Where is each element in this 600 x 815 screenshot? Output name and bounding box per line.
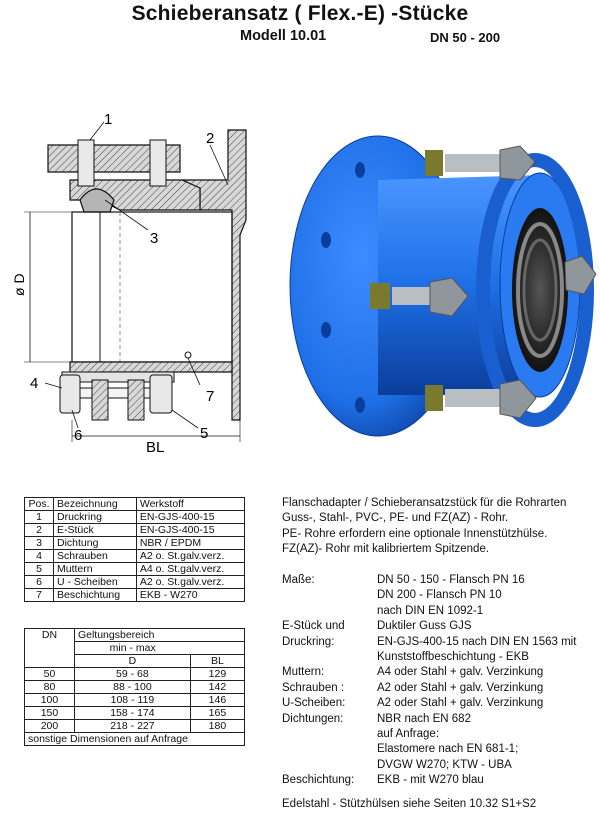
spec-value: NBR nach EN 682 <box>377 712 471 725</box>
spec-value: A4 oder Stahl + galv. Verzinkung <box>377 666 544 679</box>
description-line: Flanschadapter / Schieberansatzstück für… <box>282 497 567 509</box>
length-label: BL <box>146 439 164 456</box>
table-footer: sonstige Dimensionen auf Anfrage <box>24 732 245 746</box>
spec-value: nach DIN EN 1092-1 <box>377 604 484 617</box>
description: Flanschadapter / Schieberansatzstück für… <box>282 496 592 558</box>
header-range: Geltungsbereich <box>73 628 246 642</box>
spec-value: DVGW W270; KTW - UBA <box>377 758 512 771</box>
callout-2: 2 <box>206 130 214 147</box>
callout-3: 3 <box>150 230 158 247</box>
spec-value: A2 oder Stahl + galv. Verzinkung <box>377 697 544 710</box>
model-number: Modell 10.01 <box>240 28 327 44</box>
header-d: D <box>73 654 191 668</box>
header-bl: BL <box>189 654 246 668</box>
spec-label: Schrauben : <box>282 681 345 694</box>
spec-label: Druckring: <box>282 635 335 648</box>
header-dn: DN <box>24 628 75 668</box>
spec-label: Muttern: <box>282 666 325 679</box>
header-pos: Pos. <box>24 497 54 511</box>
spec-value: auf Anfrage: <box>377 728 440 740</box>
spec-label: E-Stück und <box>282 620 345 633</box>
callout-5: 5 <box>200 425 208 442</box>
table-header: DN Geltungsbereich <box>24 628 246 668</box>
description-line: FZ(AZ)- Rohr mit kalibriertem Spitzende. <box>282 543 490 556</box>
page-title: Schieberansatz ( Flex.-E) -Stücke <box>131 2 469 25</box>
header-bezeichnung: Bezeichnung <box>53 497 137 511</box>
table-header: Pos. Bezeichnung Werkstoff <box>24 497 246 511</box>
header-minmax: min - max <box>73 641 191 655</box>
spec-label: Dichtungen: <box>282 712 344 725</box>
callout-4: 4 <box>30 375 38 392</box>
spec-value: DN 200 - Flansch PN 10 <box>377 589 502 602</box>
spec-value: EKB - mit W270 blau <box>377 774 484 787</box>
spec-value: DN 50 - 150 - Flansch PN 16 <box>377 574 525 586</box>
diameter-label: ø D <box>11 273 27 296</box>
spec-value: A2 oder Stahl + galv. Verzinkung <box>377 681 544 694</box>
description-line: Guss-, Stahl-, PVC-, PE- und FZ(AZ) - Ro… <box>282 512 509 525</box>
footer-note: Edelstahl - Stützhülsen siehe Seiten 10.… <box>282 798 537 810</box>
spec-label: Beschichtung: <box>282 774 355 787</box>
spec-label: U-Scheiben: <box>282 697 346 710</box>
product-render <box>289 135 597 437</box>
spec-value: EN-GJS-400-15 nach DIN EN 1563 mit <box>377 635 577 648</box>
dn-range: DN 50 - 200 <box>430 30 501 45</box>
spec-label: Maße: <box>282 574 315 586</box>
callout-1: 1 <box>104 111 112 128</box>
spec-value: Kunststoffbeschichtung - EKB <box>377 651 529 663</box>
dims-footer: sonstige Dimensionen auf Anfrage <box>24 732 245 746</box>
section-drawing: 1 2 3 4 5 6 7 ø D BL <box>11 111 247 456</box>
spec-value: Duktiler Guss GJS <box>377 620 472 633</box>
callout-7: 7 <box>206 388 214 405</box>
description-line: PE- Rohre erfordern eine optionale Innen… <box>282 527 548 540</box>
header-werkstoff: Werkstoff <box>135 497 246 511</box>
callout-6: 6 <box>74 427 82 444</box>
spec-value: Elastomere nach EN 681-1; <box>377 743 519 756</box>
